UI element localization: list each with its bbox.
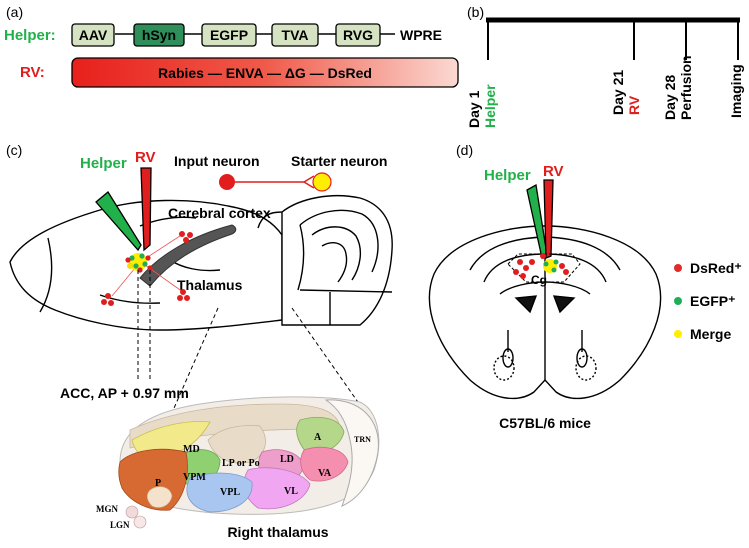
legend-dsred-label: DsRed⁺ [690,260,742,276]
svg-text:VL: VL [284,486,298,497]
helper-element-tva: TVA [271,23,319,47]
svg-text:Imaging: Imaging [728,64,744,118]
rv-construct-text: Rabies — ENVA — ΔG — DsRed [158,65,372,81]
ventricle-band [139,224,237,287]
panel-b-label: (b) [467,4,484,20]
rv-pipette-c [140,167,152,252]
helper-element-rvg: RVG [335,23,381,47]
svg-text:MGN: MGN [96,504,118,514]
helper-label-c: Helper [80,155,127,172]
svg-text:VPM: VPM [183,472,206,483]
helper-label: Helper: [4,27,56,44]
panel-b: (b) Day 1 Helper Day 21 RV Day 28 Perfus… [466,4,744,128]
svg-text:LGN: LGN [110,520,130,530]
svg-text:LD: LD [280,454,294,465]
cg-cells [513,253,569,279]
cg-label: Cg [531,273,547,287]
thalamus-illustration [118,396,380,529]
svg-text:TVA: TVA [282,27,309,43]
svg-text:MD: MD [183,444,200,455]
helper-pipette-c [95,191,142,252]
panel-a-label: (a) [6,4,23,20]
svg-text:Day 1: Day 1 [466,90,482,128]
svg-text:Day 28: Day 28 [662,75,678,120]
input-neuron-icon [219,174,235,190]
svg-text:Day 21: Day 21 [610,70,626,115]
helper-label-d: Helper [484,167,531,184]
starter-neuron-icon [312,172,332,192]
helper-element-aav: AAV [71,23,115,47]
starter-cluster-c [125,253,153,273]
starter-neuron-label: Starter neuron [291,153,387,169]
helper-element-hsyn: hSyn [133,23,185,47]
section-label: ACC, AP + 0.97 mm [60,385,189,401]
legend-d: DsRed⁺ EGFP⁺ Merge [674,260,742,342]
svg-text:LP or Po: LP or Po [222,458,260,469]
svg-text:hSyn: hSyn [142,27,176,43]
rv-label: RV: [20,64,45,81]
event-imaging: Imaging [728,64,744,118]
svg-text:VPL: VPL [220,487,240,498]
legend-egfp-label: EGFP⁺ [690,293,736,309]
coronal-section-outline [428,225,662,400]
panel-c: (c) Input neuron Starter neuron [6,142,393,540]
svg-text:AAV: AAV [79,27,108,43]
legend-dsred-marker [674,264,682,272]
panel-d: (d) Helper RV [428,142,742,431]
cortex-label: Cerebral cortex [168,205,271,221]
svg-text:A: A [314,432,322,443]
rv-pipette-d [543,179,554,259]
input-neuron-label: Input neuron [174,153,260,169]
panel-a: (a) Helper: AAV hSyn EGFP TVA RVG WPRE R… [4,4,459,88]
svg-text:Helper: Helper [482,84,498,128]
rv-label-c: RV [135,149,156,166]
svg-text:RVG: RVG [343,27,373,43]
svg-text:P: P [155,478,161,489]
event-day28: Day 28 Perfusion [662,55,694,120]
svg-text:EGFP: EGFP [210,27,248,43]
panel-c-label: (c) [6,142,22,158]
helper-tail-wpre: WPRE [400,27,442,43]
thalamus-label: Thalamus [177,277,243,293]
legend-egfp-marker [674,297,682,305]
svg-text:VA: VA [318,468,332,479]
cg-region-box [507,253,581,283]
thalamus-nuclei-labels: MD A TRN LP or Po LD VPM VA P VPL VL MGN… [96,432,371,530]
svg-text:Perfusion: Perfusion [678,55,694,120]
event-day1: Day 1 Helper [466,84,498,128]
helper-element-egfp: EGFP [201,23,257,47]
legend-merge-label: Merge [690,326,731,342]
mouse-strain-label: C57BL/6 mice [499,415,591,431]
svg-text:TRN: TRN [354,435,371,444]
event-day21: Day 21 RV [610,70,642,115]
legend-merge-marker [674,330,682,338]
thalamus-caption: Right thalamus [227,524,328,540]
panel-d-label: (d) [456,142,473,158]
input-neurons-c [101,231,193,306]
svg-text:RV: RV [626,95,642,115]
rv-construct-bar [71,57,459,88]
rv-label-d: RV [543,163,564,180]
